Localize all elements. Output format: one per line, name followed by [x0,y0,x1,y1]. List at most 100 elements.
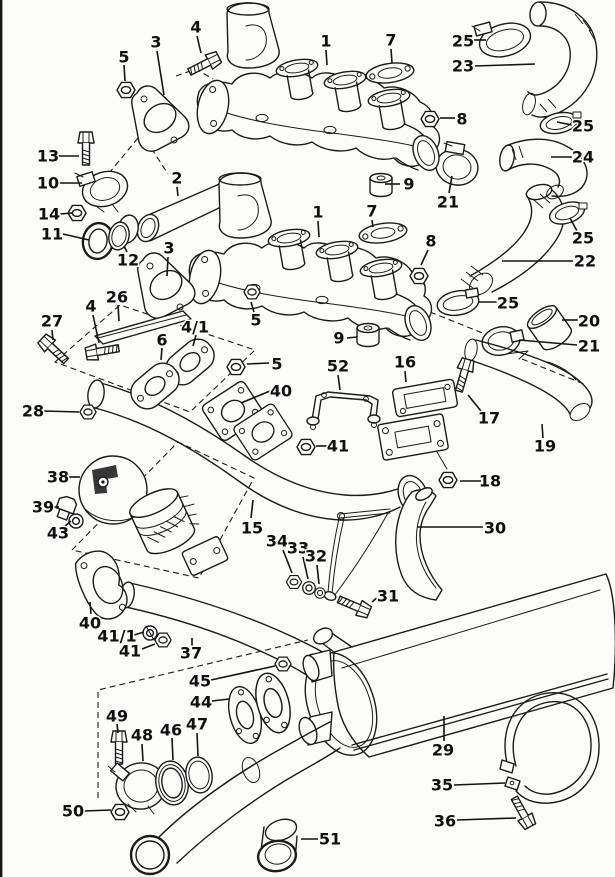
callout-9: 9 [333,329,344,348]
hose-22 [460,183,565,296]
leader-line-49 [116,723,119,734]
leader-line-52 [337,374,341,391]
callout-11: 11 [41,225,63,244]
slotted-washer-41-1 [142,625,158,641]
muffler-29 [298,573,615,758]
connector-pipe-20 [526,304,573,351]
oval-gasket-7a [364,59,416,87]
callout-40: 40 [79,614,101,633]
callout-40: 40 [270,382,292,401]
support-bracket-30 [395,487,443,601]
callout-31: 31 [377,587,399,606]
callout-29: 29 [432,741,454,760]
callout-28: 28 [22,402,44,421]
callout-46: 46 [160,721,182,740]
leader-line-36 [456,817,517,821]
callout-24: 24 [572,148,594,167]
leader-line-9 [346,336,358,339]
leader-line-44 [211,698,230,702]
leader-line-47 [196,732,199,757]
hose-clamp-25a [471,21,532,58]
bolt-49 [110,730,128,765]
callout-25: 25 [452,32,474,51]
callout-26: 26 [106,288,128,307]
callout-39: 39 [32,498,54,517]
leader-line-25 [569,217,578,232]
callout-4: 4 [85,297,96,316]
v-band-clamp-10 [74,170,129,213]
muffler-strap-35 [499,692,600,804]
callout-13: 13 [37,147,59,166]
rubber-bushing-9a [369,172,393,198]
callout-43: 43 [47,524,69,543]
flange-gasket-3b [137,252,196,319]
leader-line-5 [250,301,255,313]
callout-12: 12 [117,251,139,270]
callout-19: 19 [534,437,556,456]
leader-line-1 [325,49,328,66]
leader-line-25 [556,121,573,126]
nut-5b [243,284,261,300]
leader-line-14 [59,212,73,215]
callout-48: 48 [131,726,153,745]
callout-4: 4 [190,18,201,37]
callout-41: 41 [119,642,141,661]
leader-line-45 [210,665,276,681]
callout-3: 3 [163,239,174,258]
muffler-inlet-stub-lower [298,711,333,746]
nut-34 [285,574,303,590]
callout-33: 33 [287,539,309,558]
leader-line-3 [156,50,165,96]
nut-5a [116,81,136,99]
callout-35: 35 [431,776,453,795]
scan-edge-line [0,0,3,877]
leader-line-6 [160,347,163,361]
square-gasket-16 [391,378,459,418]
leader-line-17 [467,394,482,412]
callout-7: 7 [366,202,377,221]
callout-37: 37 [180,644,202,663]
leader-line-31 [371,596,379,603]
leader-line-5 [123,64,126,82]
heat-shield-26 [94,310,192,345]
leader-line-41/1 [133,631,145,636]
tail-pipe-19 [464,338,593,422]
callout-14: 14 [38,205,60,224]
leader-line-32 [316,564,320,585]
leader-line-46 [171,737,174,761]
callout-5: 5 [271,355,282,374]
callout-21: 21 [578,337,600,356]
callout-41/1: 41/1 [97,627,136,646]
heat-exchanger-manifold-lower-1 [184,172,437,345]
callout-5: 5 [118,48,129,67]
rubber-bushing-9b [356,322,380,348]
nut-8a [420,110,440,128]
callout-34: 34 [266,532,288,551]
heat-exchanger-manifold-upper-1 [192,2,445,175]
callout-32: 32 [305,547,327,566]
callout-51: 51 [319,830,341,849]
callout-23: 23 [452,57,474,76]
hose-23 [522,1,598,118]
callout-38: 38 [47,468,69,487]
seal-ring-47 [185,756,213,794]
nut-5c [226,358,246,376]
leader-line-28 [43,410,80,413]
callout-50: 50 [62,802,84,821]
heat-exchanger-38 [78,455,229,576]
callout-20: 20 [578,312,600,331]
callout-49: 49 [106,707,128,726]
leader-line-4 [196,35,202,54]
bolt-13 [77,131,95,166]
leader-line-2 [176,186,179,197]
leader-line-48 [141,743,144,762]
leader-line-7 [390,48,393,64]
nut-45 [274,656,292,672]
leader-line-21 [518,339,578,346]
v-band-clamp-48 [107,762,167,815]
leader-line-21 [448,175,453,194]
bolt-27 [35,331,73,368]
callout-21: 21 [437,193,459,212]
